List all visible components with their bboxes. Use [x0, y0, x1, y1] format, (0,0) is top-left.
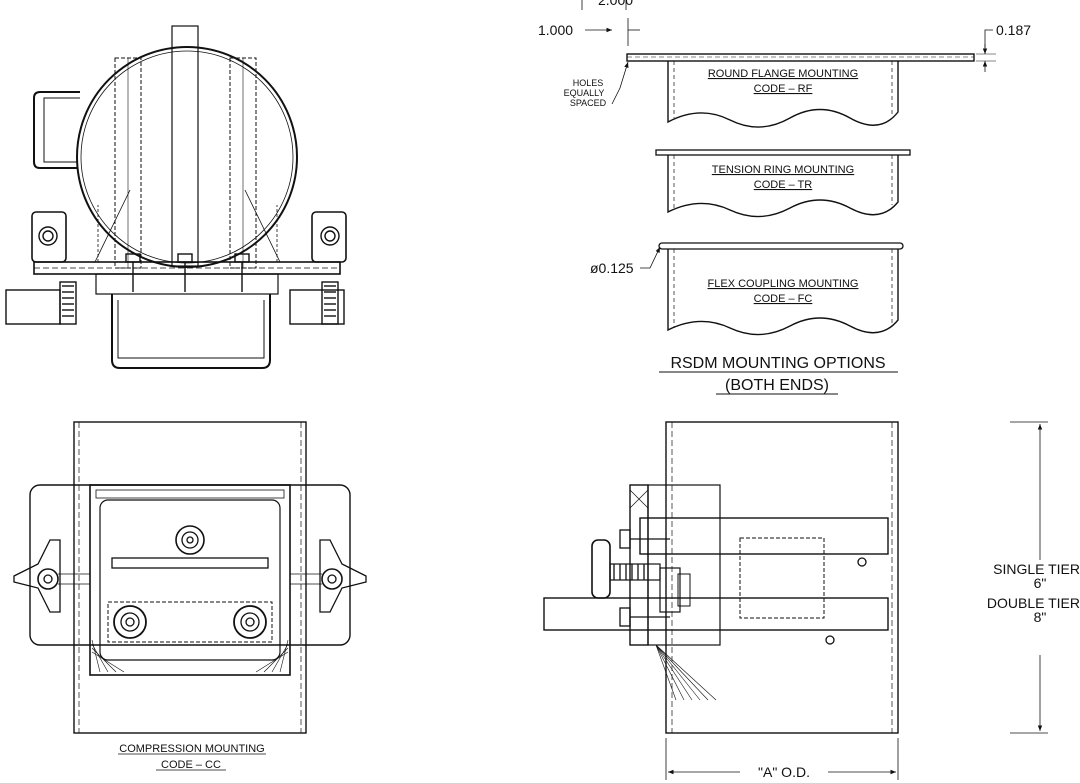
note-holes-1: HOLES	[573, 78, 604, 88]
note-holes-2: EQUALLY	[564, 88, 605, 98]
labels: 2.000 1.000 0.187 HOLES EQUALLY SPACED R…	[119, 0, 1080, 780]
section-subtitle: (BOTH ENDS)	[725, 377, 829, 394]
rf-code: CODE – RF	[754, 83, 813, 95]
cc-name: COMPRESSION MOUNTING	[119, 743, 264, 755]
dim-hole-diameter: ø0.125	[590, 260, 634, 276]
mounting-options	[581, 0, 996, 395]
tr-name: TENSION RING MOUNTING	[712, 164, 854, 176]
tr-code: CODE – TR	[754, 179, 813, 191]
side-view	[543, 421, 1048, 780]
end-view	[5, 25, 347, 369]
fc-name: FLEX COUPLING MOUNTING	[708, 278, 859, 290]
dim-top-spacing: 2.000	[598, 0, 633, 8]
fc-code: CODE – FC	[754, 293, 813, 305]
section-title: RSDM MOUNTING OPTIONS	[670, 355, 885, 372]
note-holes-3: SPACED	[570, 98, 607, 108]
compression-view	[13, 421, 367, 771]
dim-offset: 1.000	[538, 22, 573, 38]
dim-double-tier-value: 8"	[1034, 609, 1047, 625]
dim-double-tier-label: DOUBLE TIER	[987, 595, 1080, 611]
cc-code: CODE – CC	[161, 759, 221, 771]
dim-single-tier-label: SINGLE TIER	[993, 561, 1080, 577]
dim-single-tier-value: 6"	[1034, 575, 1047, 591]
dim-outer-diameter: "A" O.D.	[758, 764, 810, 780]
rf-name: ROUND FLANGE MOUNTING	[708, 68, 858, 80]
dim-flange-thickness: 0.187	[996, 22, 1031, 38]
